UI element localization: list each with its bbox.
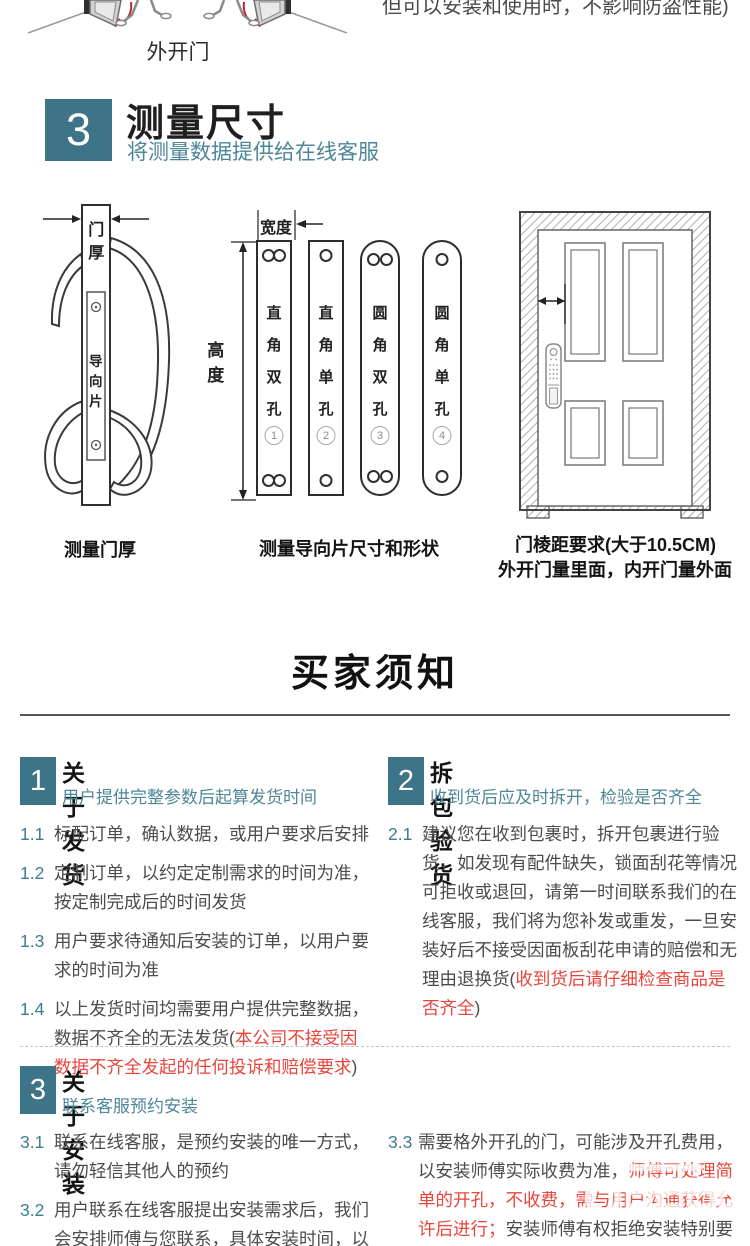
- section-title: 拆包验货: [430, 760, 454, 888]
- list-item: 1.3 用户要求待通知后安装的订单，以用户要求的时间为准: [20, 927, 374, 985]
- item-number: 3.1: [20, 1132, 45, 1152]
- smart-lock-icon: [545, 343, 562, 409]
- shipping-items-column: 1.1 标配订单，确认数据，或用户要求后安排 1.2 定制订单，以约定定制需求的…: [20, 820, 374, 1092]
- list-item: 3.3 需要格外开孔的门，可能涉及开孔费用，以安装师傅实际收费为准，师傅可处理简…: [388, 1128, 742, 1246]
- door-edge-distance-diagram: [519, 211, 711, 519]
- door-caption-line2: 外开门量里面，内开门量外面: [498, 560, 732, 580]
- door-swing-caption: 外开门: [146, 41, 210, 64]
- unpack-items-column: 2.1 建议您在收到包裹时，拆开包裹进行验货，如发现有配件缺失，锁面刮花等情况可…: [388, 820, 742, 1033]
- width-label: 宽度: [260, 220, 293, 237]
- door-thickness-diagram: [43, 204, 171, 506]
- list-item: 3.2 用户联系在线客服提出安装需求后，我们会安排师傅与您联系，具体安装时间，以…: [20, 1196, 374, 1246]
- list-item: 3.1 联系在线客服，是预约安装的唯一方式，请勿轻信其他人的预约: [20, 1128, 374, 1186]
- outward-door-swing-diagram: [27, 0, 349, 35]
- section-subtitle: 联系客服预约安装: [62, 1097, 198, 1116]
- plate-square-single-hole: 直角单孔 2: [308, 240, 344, 496]
- step-title: 测量尺寸: [126, 103, 287, 145]
- door-caption-line1: 门棱距要求(大于10.5CM): [515, 535, 717, 555]
- step-number-box: 3: [45, 99, 112, 161]
- plate-label: 直角单孔: [318, 305, 334, 418]
- guide-plate-label: 导向片: [89, 354, 103, 409]
- item-text: 需要格外开孔的门，可能涉及开孔费用，以安装师傅实际收费为准，师傅可处理简单的开孔…: [418, 1132, 733, 1239]
- thickness-arrow-label: 门厚: [88, 222, 105, 262]
- item-text: 标配订单，确认数据，或用户要求后安排: [54, 824, 369, 844]
- item-text: 建议您在收到包裹时，拆开包裹进行验货，如发现有配件缺失，锁面刮花等情况可拒收或退…: [422, 824, 737, 1018]
- plate-number-badge: 1: [264, 426, 284, 445]
- step-subtitle: 将测量数据提供给在线客服: [127, 141, 379, 164]
- install-items-column-left: 3.1 联系在线客服，是预约安装的唯一方式，请勿轻信其他人的预约 3.2 用户联…: [20, 1128, 374, 1246]
- title-divider: [20, 714, 730, 716]
- plate-label: 圆角双孔: [372, 305, 388, 418]
- section-number-box: 2: [388, 757, 424, 805]
- section-subtitle: 用户提供完整参数后起算发货时间: [62, 788, 317, 807]
- section-number-box: 1: [20, 757, 56, 805]
- item-text: 以上发货时间均需要用户提供完整数据，数据不齐全的无法发货(本公司不接受因数据不齐…: [54, 999, 369, 1077]
- clipped-note-text: 但可以安装和使用时，不影响防盗性能): [382, 0, 729, 18]
- item-number: 1.2: [20, 863, 45, 883]
- plates-caption: 测量导向片尺寸和形状: [259, 539, 439, 559]
- install-items-column-right: 3.3 需要格外开孔的门，可能涉及开孔费用，以安装师傅实际收费为准，师傅可处理简…: [388, 1128, 742, 1246]
- item-number: 3.2: [20, 1200, 45, 1220]
- list-item: 1.2 定制订单，以约定定制需求的时间为准，按定制完成后的时间发货: [20, 859, 374, 917]
- plate-number-badge: 4: [432, 426, 452, 445]
- list-item: 1.4 以上发货时间均需要用户提供完整数据，数据不齐全的无法发货(本公司不接受因…: [20, 995, 374, 1082]
- height-label: 高度: [207, 341, 225, 385]
- item-number: 1.4: [20, 999, 45, 1019]
- item-number: 1.1: [20, 824, 45, 844]
- plate-label: 圆角单孔: [434, 305, 450, 418]
- list-item: 1.1 标配订单，确认数据，或用户要求后安排: [20, 820, 374, 849]
- item-number: 1.3: [20, 931, 45, 951]
- guide-plates-diagram: 高度 宽度 直角双孔 1 直角单孔 2 圆角双孔 3 圆角单孔 4: [203, 196, 483, 526]
- item-text: 用户要求待通知后安装的订单，以用户要求的时间为准: [54, 931, 369, 980]
- buyer-notice-title: 买家须知: [290, 653, 459, 695]
- section-number-box: 3: [20, 1066, 56, 1114]
- plate-label: 直角双孔: [266, 305, 282, 418]
- section-title: 关于发货: [62, 760, 86, 888]
- plates-measure-arrows: [231, 210, 323, 501]
- item-text: 联系在线客服，是预约安装的唯一方式，请勿轻信其他人的预约: [54, 1132, 369, 1181]
- section-title: 关于安装: [62, 1069, 86, 1197]
- list-item: 2.1 建议您在收到包裹时，拆开包裹进行验货，如发现有配件缺失，锁面刮花等情况可…: [388, 820, 742, 1023]
- step-number: 3: [65, 104, 92, 155]
- item-number: 2.1: [388, 824, 413, 844]
- plate-number-badge: 2: [316, 426, 336, 445]
- section-subtitle: 收到货后应及时拆开，检验是否齐全: [430, 788, 702, 807]
- plate-round-double-hole: 圆角双孔 3: [360, 240, 400, 496]
- plate-number-badge: 3: [370, 426, 390, 445]
- item-number: 3.3: [388, 1132, 413, 1152]
- plate-round-single-hole: 圆角单孔 4: [422, 240, 462, 496]
- item-text: 用户联系在线客服提出安装需求后，我们会安排师傅与您联系，具体安装时间，以安装师傅…: [54, 1200, 369, 1246]
- plate-square-double-hole: 直角双孔 1: [256, 240, 292, 496]
- thickness-caption: 测量门厚: [64, 540, 136, 560]
- item-text: 定制订单，以约定定制需求的时间为准，按定制完成后的时间发货: [54, 863, 369, 912]
- row-divider: [20, 1046, 730, 1047]
